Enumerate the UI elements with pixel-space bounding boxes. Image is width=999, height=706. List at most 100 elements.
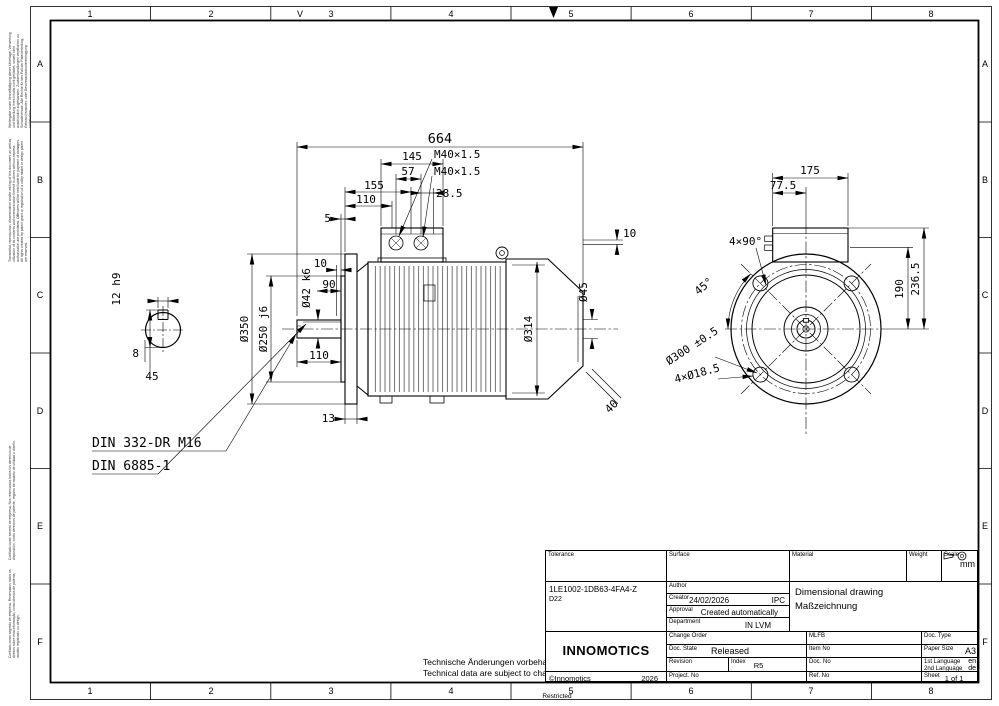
- project-no-cell: Project. No: [666, 671, 806, 683]
- dim-flange-thickness: 13: [322, 412, 335, 425]
- index-value: R5: [753, 661, 764, 670]
- doc-state-cell: Doc. State Released: [666, 644, 806, 657]
- dim-bolt-circle: Ø300 ±0.5: [664, 324, 721, 367]
- index-cell: Index R5: [728, 657, 806, 671]
- side-view-geometry: [282, 227, 622, 405]
- dim-box-width-front: 175: [800, 164, 820, 177]
- material-cell: Material: [789, 551, 906, 581]
- row-label: A: [37, 59, 43, 69]
- dim-110-top: 110: [356, 193, 376, 206]
- col-label: 6: [688, 9, 693, 19]
- col-label: 4: [448, 9, 453, 19]
- sheet-label: Sheet: [924, 673, 940, 679]
- logo-cell: INNOMOTICS: [546, 631, 666, 671]
- note-din-center-hole: DIN 332-DR M16: [92, 436, 202, 451]
- lang1-label: 1st Language: [924, 659, 961, 665]
- front-view-dimensions: [714, 173, 929, 380]
- dim-45: 45: [145, 370, 158, 383]
- dim-hole-pattern-angle: 4×90°: [729, 235, 762, 248]
- dim-190: 190: [893, 279, 906, 299]
- col-label: 7: [808, 9, 813, 19]
- legal-text-pt: Confiado como segredo de empresa. Reserv…: [8, 569, 20, 658]
- sheet-value: 1 of 1: [944, 674, 964, 683]
- dim-spigot-dia: Ø250 j6: [257, 306, 270, 352]
- dim-45deg: 45°: [692, 275, 716, 298]
- col-label: 3: [328, 686, 333, 696]
- col-label: 8: [928, 9, 933, 19]
- lang2-value: de: [968, 665, 976, 671]
- copyright-year: 2026: [641, 674, 658, 683]
- material-label: Material: [792, 552, 814, 558]
- col-label: 4: [448, 686, 453, 696]
- doc-no-cell: Doc. No: [806, 657, 921, 671]
- col-label: 5: [568, 686, 573, 696]
- note-change-de: Technische Änderungen vorbehalten!: [423, 657, 563, 667]
- project-no-label: Project. No: [669, 673, 699, 679]
- orientation-mark: V: [297, 9, 303, 19]
- innomotics-logo: INNOMOTICS: [562, 643, 650, 658]
- dim-box-width: 145: [402, 150, 422, 163]
- dim-hub-dia: Ø45: [577, 282, 590, 302]
- tolerance-label: Tolerance: [548, 552, 575, 558]
- row-label: A: [982, 59, 988, 69]
- paper-size-cell: Paper Size A3: [921, 644, 979, 657]
- lang1-value: en: [968, 658, 976, 665]
- legal-text-es: Confiado como secreto de empresa. Nos re…: [8, 440, 16, 560]
- ref-no-label: Ref. No: [809, 673, 830, 679]
- row-label: F: [37, 637, 43, 647]
- department-value: IN LVM: [744, 621, 771, 630]
- creation-date: 24/02/2026: [689, 596, 730, 605]
- sheet-frame: [30, 6, 992, 700]
- col-label: 3: [328, 9, 333, 19]
- copyright-cell: ©Innomotics 2026: [546, 671, 666, 683]
- part-number-cell: 1LE1002-1DB63-4FA4-Z D22: [546, 581, 666, 631]
- center-arrow-icon: [549, 7, 558, 18]
- col-label: 8: [928, 686, 933, 696]
- change-order-label: Change Order: [669, 633, 708, 639]
- dim-10-key: 10: [314, 257, 327, 270]
- doc-no-label: Doc. No: [809, 659, 831, 665]
- shaft-end-view: [141, 297, 185, 372]
- variant-code: D22: [549, 596, 562, 603]
- dim-gland2-thread: M40×1.5: [434, 165, 480, 178]
- dim-5: 5: [324, 212, 331, 225]
- dim-gland1-thread: M40×1.5: [434, 148, 480, 161]
- revision-cell: Revision AA: [666, 657, 728, 671]
- copyright-text: ©Innomotics: [549, 674, 591, 683]
- doc-state-value: Released: [711, 646, 750, 656]
- col-label: 5: [568, 9, 573, 19]
- dim-77-5: 77.5: [770, 179, 797, 192]
- change-notes: Technische Änderungen vorbehalten! Techn…: [423, 657, 563, 678]
- note-din-key: DIN 6885-1: [92, 459, 170, 474]
- note-change-en: Technical data are subject to change!: [423, 668, 563, 678]
- front-view-dimension-texts: 175 77.5 4×90° 45° Ø300 ±0.5 4×Ø18.5 190…: [664, 164, 922, 386]
- paper-size-label: Paper Size: [924, 646, 954, 652]
- col-label: 1: [87, 686, 92, 696]
- dim-gland-spacing: 57: [401, 165, 414, 178]
- creator-org: IPC: [771, 596, 785, 605]
- dim-10-fan: 10: [623, 227, 636, 240]
- dim-key-length: 90: [322, 278, 335, 291]
- dim-shaft-dia: Ø42 k6: [300, 268, 313, 308]
- row-label: E: [37, 521, 43, 531]
- doc-type-cell: Doc. Type: [921, 631, 979, 644]
- revision-label: Revision: [669, 659, 693, 665]
- side-view-dimension-texts: 664 145 57 M40×1.5 M40×1.5 28.5 155 110 …: [238, 131, 636, 425]
- doc-type-label: Doc. Type: [924, 633, 951, 639]
- department-label: Department: [669, 619, 701, 625]
- item-no-label: Item No: [809, 646, 831, 652]
- dim-key-height: 8: [132, 347, 139, 360]
- dim-236-5: 236.5: [909, 262, 922, 295]
- dim-155: 155: [364, 179, 384, 192]
- approval-value: Created automatically: [700, 608, 779, 617]
- index-label: Index: [731, 659, 746, 665]
- surface-cell: Surface: [666, 551, 789, 581]
- language-cell: 1st Language en 2nd Language de: [921, 657, 979, 671]
- dim-40: 40: [602, 397, 621, 416]
- row-label: B: [37, 175, 43, 185]
- tolerance-cell: Tolerance: [546, 551, 666, 581]
- lang2-label: 2nd Language: [924, 666, 963, 671]
- row-label: B: [982, 175, 988, 185]
- part-number: 1LE1002-1DB63-4FA4-Z: [549, 585, 638, 594]
- mlfb-cell: MLFB: [806, 631, 921, 644]
